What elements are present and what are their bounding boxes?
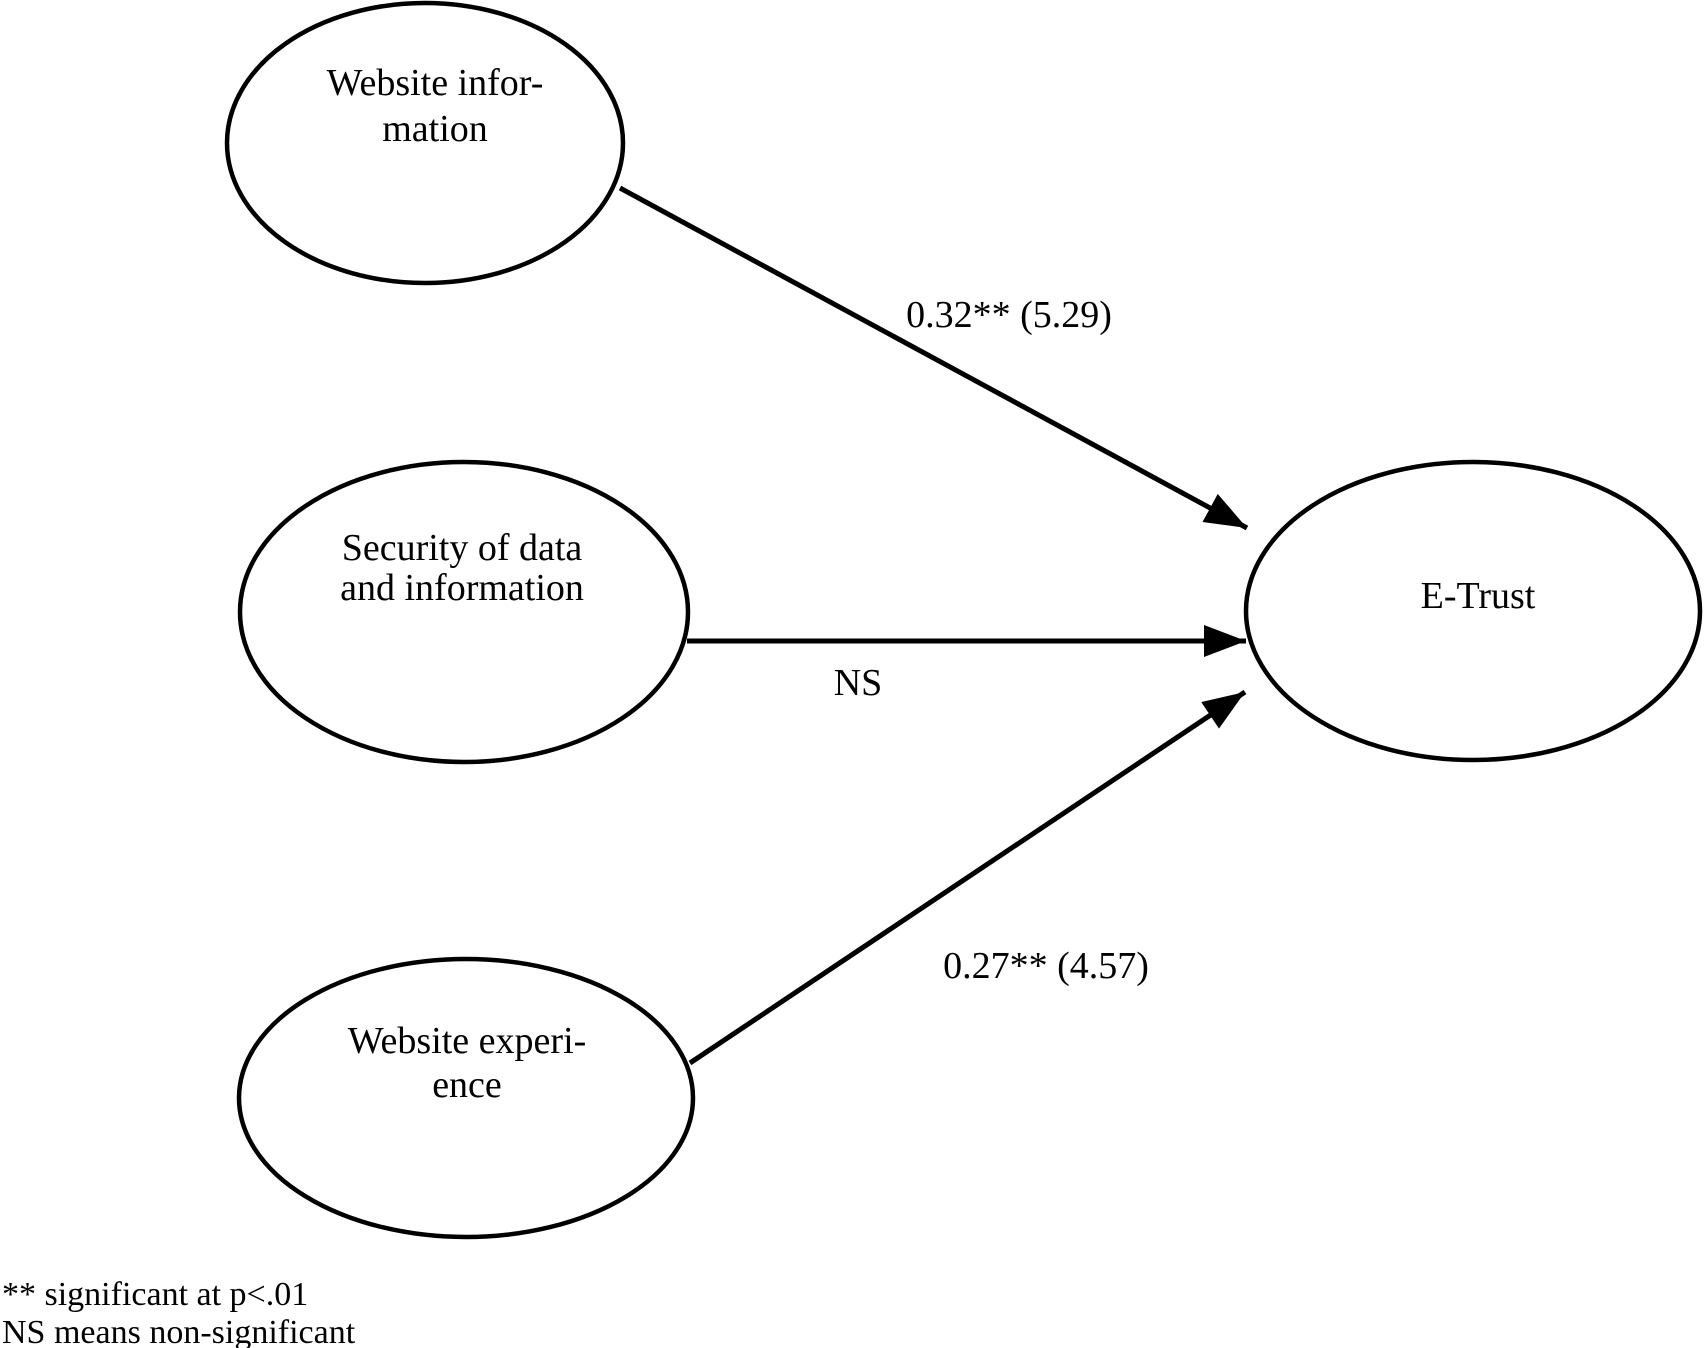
node-etrust-label: E-Trust (1421, 575, 1536, 617)
footnote-ns-meaning: NS means non-significant (2, 1314, 356, 1348)
node-website-information-label-line2: mation (382, 108, 488, 150)
node-website-experience-ellipse (236, 956, 696, 1240)
node-etrust-ellipse (1243, 459, 1703, 763)
node-website-experience-label-line1: Website experi- (348, 1020, 587, 1062)
node-website-information-ellipse (224, 0, 626, 286)
node-website-experience-label-line2: ence (432, 1064, 502, 1106)
node-security-of-data-label-line1: Security of data (342, 527, 583, 569)
arrow-website-experience-to-etrust (688, 689, 1247, 1066)
arrow-website-information-to-etrust (618, 185, 1249, 531)
node-website-information-label-line1: Website infor- (327, 62, 544, 104)
footnote-significance: ** significant at p<.01 (2, 1276, 308, 1313)
node-security-of-data-label-line2: and information (340, 567, 584, 609)
node-security-of-data-ellipse (237, 459, 691, 765)
edge-label-security-of-data-ns: NS (834, 662, 883, 704)
edge-label-website-information-coefficient: 0.32** (5.29) (906, 294, 1112, 336)
edge-label-website-experience-coefficient: 0.27** (4.57) (943, 945, 1149, 987)
